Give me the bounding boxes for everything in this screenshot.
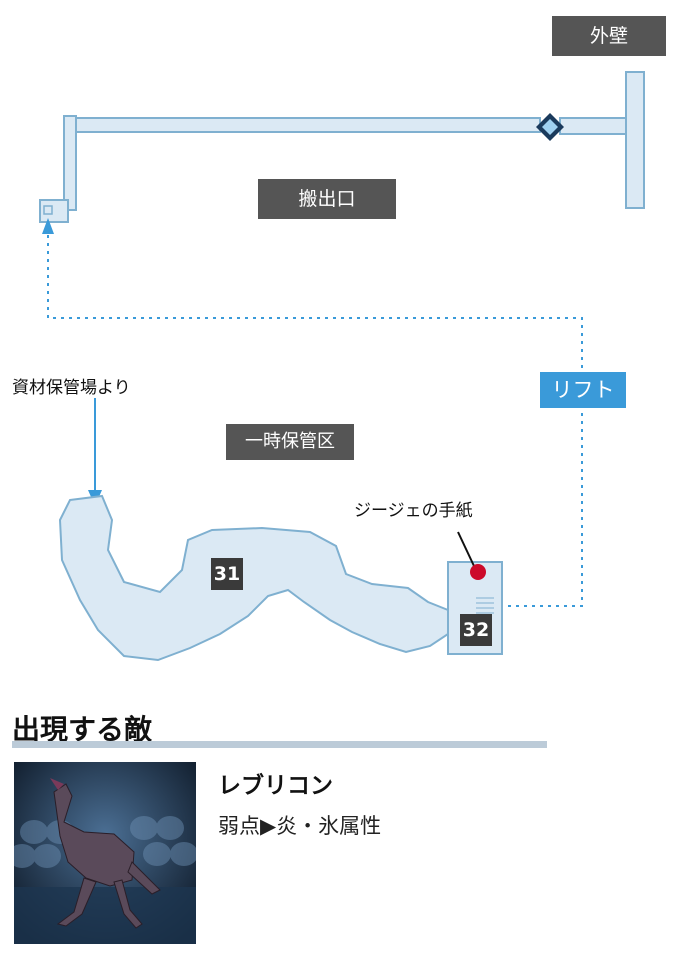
enemy-thumbnail: [14, 762, 196, 944]
marker-32: 32: [460, 614, 492, 646]
from-materials-label: 資材保管場より: [12, 378, 131, 398]
stairs-icon: [476, 597, 494, 614]
upper-corridor: [39, 71, 645, 223]
section-divider: [12, 741, 547, 748]
letter-pointer: [457, 531, 475, 567]
enemy-weakness: 弱点▶炎・氷属性: [218, 814, 382, 838]
up-arrow-icon: [42, 218, 54, 234]
door-diamond-icon: [536, 113, 564, 141]
dotted-route: [47, 235, 583, 607]
area-map: [39, 71, 645, 662]
enemies-heading: 出現する敵: [12, 713, 153, 746]
marker-31: 31: [211, 558, 243, 590]
outer-wall-label: 外壁: [552, 16, 666, 56]
small-room-marker: [43, 205, 53, 215]
temp-storage-floor: [58, 494, 449, 662]
letter-label: ジージェの手紙: [354, 501, 473, 521]
loading-exit-label: 搬出口: [258, 179, 396, 219]
lift-label: リフト: [540, 372, 626, 408]
letter-location-icon: [470, 564, 486, 580]
temp-storage-label: 一時保管区: [226, 424, 354, 460]
enemy-name: レブリコン: [218, 773, 333, 799]
